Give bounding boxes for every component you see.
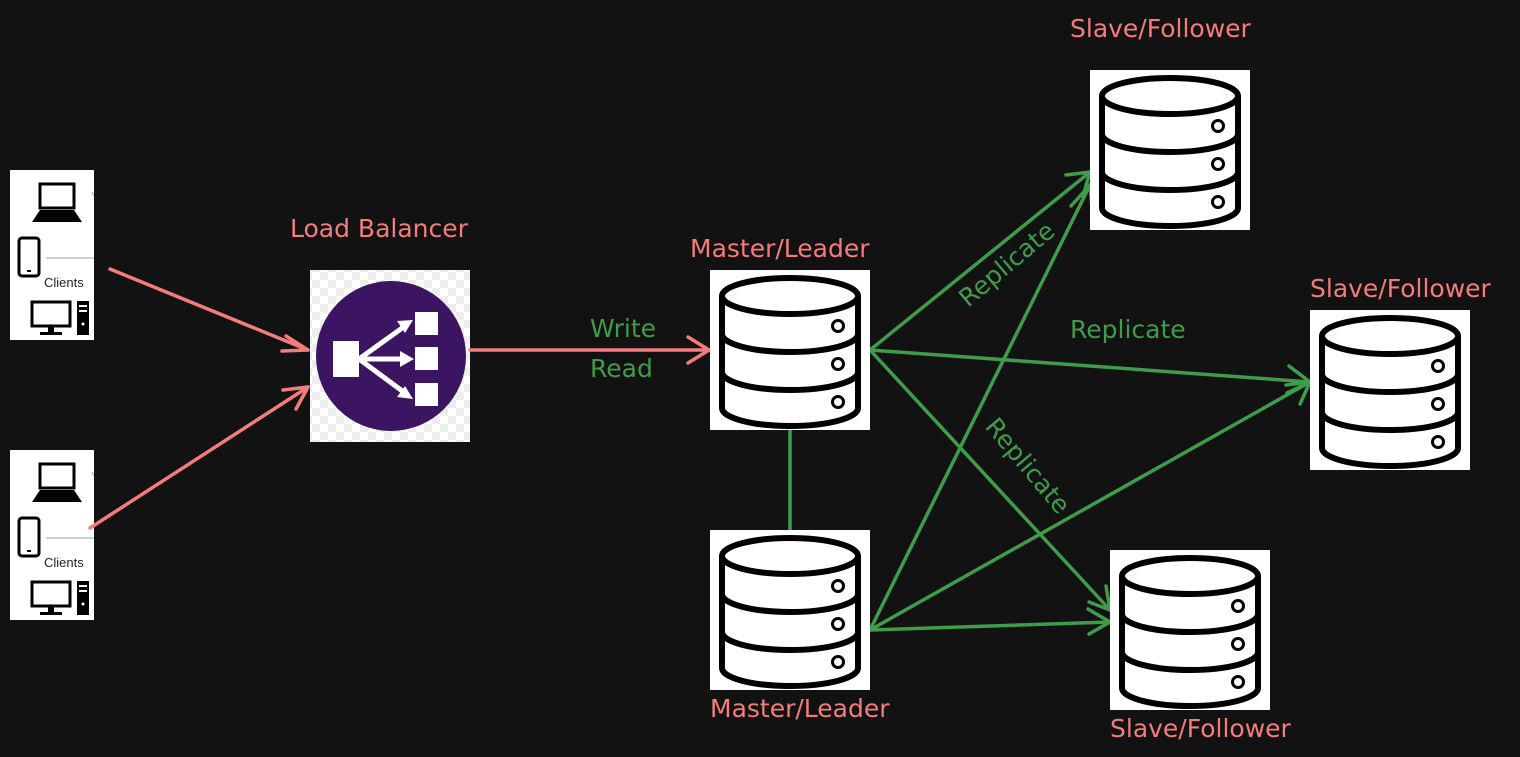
clients-label-bottom: Clients xyxy=(44,555,84,570)
slave-follower-top: Slave/Follower xyxy=(1070,14,1252,230)
client-arrows xyxy=(88,267,711,530)
replication-arrows xyxy=(788,170,1312,636)
clients-label-top: Clients xyxy=(44,275,84,290)
master-leader-top: Master/Leader xyxy=(690,234,870,430)
slave-follower-bottom: Slave/Follower xyxy=(1110,550,1292,743)
load-balancer-node: Load Balancer xyxy=(290,214,470,442)
master-leader-bottom: Master/Leader xyxy=(710,530,890,723)
slave-follower-bottom-label: Slave/Follower xyxy=(1110,714,1292,743)
master-leader-bottom-label: Master/Leader xyxy=(710,694,890,723)
slave-follower-top-label: Slave/Follower xyxy=(1070,14,1252,43)
load-balancer-label: Load Balancer xyxy=(290,214,469,243)
clients-group-top: Clients xyxy=(10,170,94,340)
master-leader-top-label: Master/Leader xyxy=(690,234,870,263)
replicate-label-diagonal-up: Replicate xyxy=(953,216,1060,313)
clients-group-bottom: Clients xyxy=(10,450,94,620)
load-balancer-icon xyxy=(316,281,466,431)
replicate-label-middle: Replicate xyxy=(1070,315,1186,344)
slave-follower-right: Slave/Follower xyxy=(1310,274,1492,470)
slave-follower-right-label: Slave/Follower xyxy=(1310,274,1492,303)
read-label: Read xyxy=(590,354,653,383)
write-label: Write xyxy=(590,314,656,343)
replicate-label-diagonal-down: Replicate xyxy=(979,412,1076,519)
